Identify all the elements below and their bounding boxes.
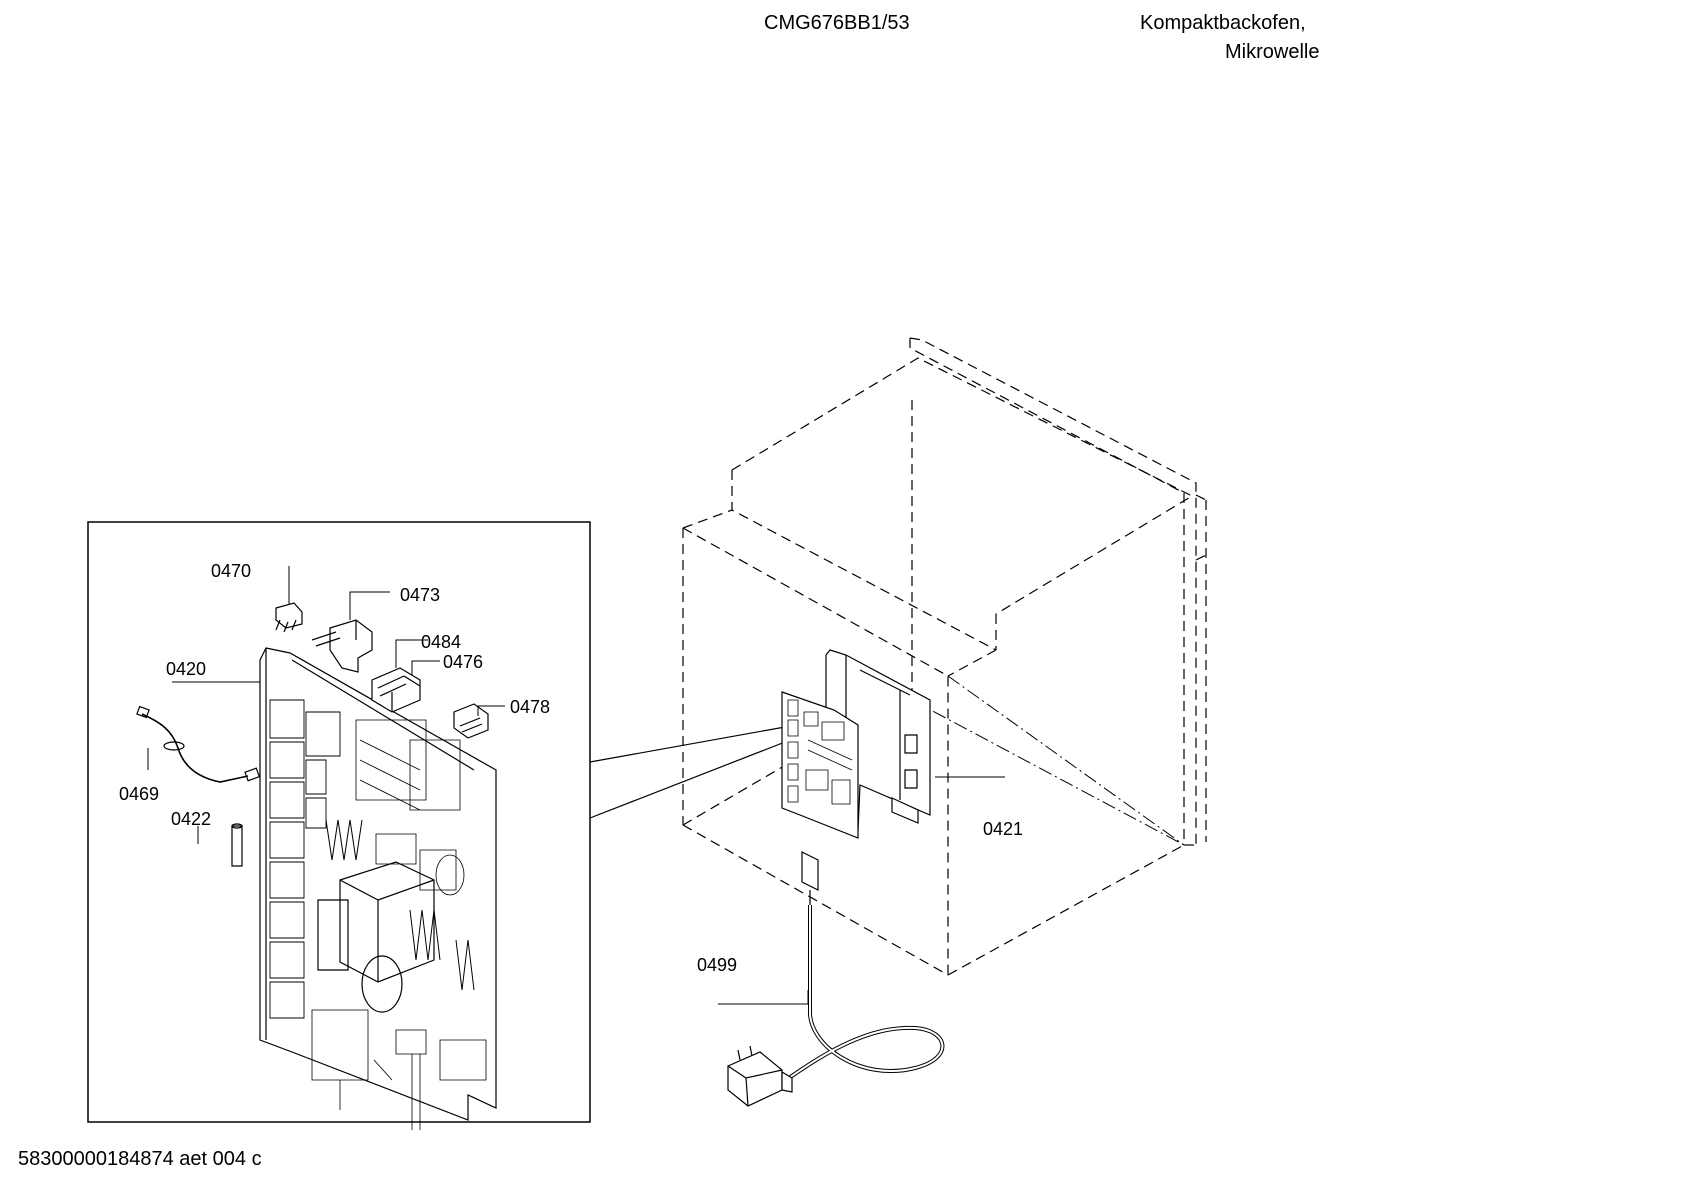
callout-0484: 0484: [421, 632, 462, 652]
callout-0469: 0469: [119, 784, 160, 804]
connector-0478: [454, 704, 488, 738]
document-code: 58300000184874 aet 004 c: [18, 1148, 262, 1170]
appliance-description-line1: Kompaktbackofen,: [1140, 12, 1306, 34]
mounted-control-module: [782, 650, 930, 905]
callout-0478: 0478: [510, 697, 551, 717]
detail-leader-lower: [590, 742, 785, 818]
wire-harness-0469: [137, 707, 259, 782]
callout-0420: 0420: [166, 659, 207, 679]
detail-leader-upper: [590, 727, 785, 762]
connector-0484-0476: [372, 668, 420, 712]
detail-inset-frame: [88, 522, 590, 1122]
model-number: CMG676BB1/53: [764, 12, 910, 34]
callout-0499: 0499: [697, 955, 738, 975]
connector-0473: [312, 620, 372, 672]
callout-0470: 0470: [211, 561, 252, 581]
callout-leaders: [148, 566, 1005, 1004]
callout-0421: 0421: [983, 819, 1024, 839]
mains-cable-assembly: [728, 905, 942, 1106]
callout-0422: 0422: [171, 809, 212, 829]
oven-hidden-edges: [912, 676, 1184, 845]
appliance-description-line2: Mikrowelle: [1225, 41, 1320, 63]
callout-0473: 0473: [400, 585, 441, 605]
callout-0476: 0476: [443, 652, 484, 672]
fuse-0422: [232, 824, 242, 866]
control-board: [260, 648, 496, 1130]
connector-0470: [276, 603, 302, 632]
oven-housing: [683, 338, 1206, 975]
